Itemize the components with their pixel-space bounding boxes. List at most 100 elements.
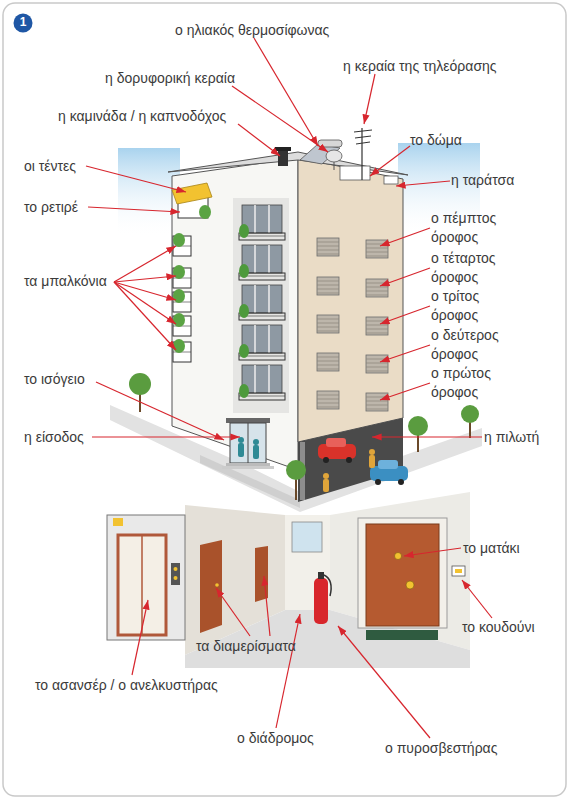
part-label: ο ηλιακός θερμοσίφωνας (175, 21, 375, 40)
building (366, 279, 388, 297)
leader-lines (86, 166, 186, 192)
part-label: η κεραία της τηλεόρασης (343, 57, 543, 76)
entrance (238, 437, 244, 443)
elevator (113, 518, 123, 526)
building (239, 245, 285, 280)
part-label: ο τρίτος όροφος (431, 287, 511, 325)
leader-lines (380, 268, 430, 286)
roof-equipment (278, 150, 288, 166)
leader-lines (132, 600, 148, 675)
cars (346, 457, 352, 463)
apartment-door (358, 518, 465, 640)
elevator (141, 535, 143, 635)
elevator (174, 567, 178, 571)
trees (408, 416, 428, 436)
fire-extinguisher (318, 572, 324, 579)
apartment-door (452, 566, 465, 576)
part-label: το ασανσέρ / ο ανελκυστήρας (35, 676, 275, 695)
leader-lines (372, 436, 482, 437)
apartment-door (358, 518, 447, 628)
leader-lines (370, 146, 410, 176)
cars (318, 438, 408, 492)
corridor (185, 492, 470, 668)
entrance (230, 423, 266, 463)
part-label: τα μπαλκόνια (24, 272, 144, 291)
cars (369, 449, 375, 455)
building (298, 418, 403, 502)
leader-lines (88, 207, 180, 212)
entrance (226, 463, 270, 466)
apartment-door (366, 630, 438, 640)
part-label: το δώμα (410, 131, 500, 150)
entrance (222, 466, 274, 469)
part-label: ο τέταρτος όροφος (431, 249, 511, 287)
part-label: το ρετιρέ (24, 198, 114, 217)
cars (398, 479, 404, 485)
badge-circle (14, 14, 33, 33)
corridor (200, 540, 222, 633)
leader-lines (114, 282, 176, 350)
building (366, 393, 388, 411)
trees (461, 405, 479, 423)
entrance (226, 418, 270, 423)
corridor (215, 583, 219, 587)
part-label: η καμινάδα / η καπνοδόχος (58, 107, 278, 126)
leader-lines (380, 383, 430, 400)
leader-lines (364, 74, 375, 124)
badge-number: 1 (13, 13, 33, 32)
building (172, 158, 298, 470)
leader-lines (254, 38, 318, 146)
part-label: το κουδούνι (462, 618, 562, 637)
cars (326, 438, 346, 447)
leader-lines (92, 436, 240, 437)
building (317, 391, 339, 409)
elevator (107, 515, 185, 640)
leader-lines (114, 282, 176, 300)
roof-equipment (356, 142, 370, 144)
cars (323, 457, 329, 463)
leader-lines (380, 345, 430, 362)
penthouse (172, 183, 212, 204)
building (317, 353, 339, 371)
building (168, 152, 408, 502)
cars (378, 460, 398, 469)
building (173, 233, 191, 256)
leader-lines (96, 382, 224, 440)
part-label: η ταράτσα (451, 171, 551, 190)
leader-lines (380, 306, 430, 324)
apartment-door (455, 569, 462, 573)
part-label: ο διάδρομος (237, 729, 347, 748)
entrance (253, 445, 259, 459)
part-label: η πιλωτή (484, 428, 564, 447)
leader-lines (264, 576, 270, 636)
leader-lines (276, 614, 300, 728)
roof-equipment (275, 128, 398, 184)
entrance (238, 443, 244, 457)
elevator (174, 576, 178, 580)
number-badge: 1 (13, 13, 33, 33)
leader-lines (238, 124, 280, 156)
cars (323, 473, 329, 479)
leader-lines (380, 228, 430, 246)
leader-lines (114, 276, 176, 282)
building (317, 277, 339, 295)
part-label: ο πυροσβεστήρας (385, 739, 535, 758)
entrance (222, 418, 274, 469)
leader-lines (216, 588, 250, 636)
roof-equipment (384, 176, 398, 184)
sky (118, 148, 180, 238)
part-label: ο πέμπτος όροφος (431, 209, 511, 247)
part-label: οι τέντες (24, 157, 114, 176)
apartment-door (395, 553, 402, 560)
leader-lines (404, 548, 461, 556)
part-label: το ματάκι (463, 539, 553, 558)
leader-lines (462, 580, 492, 618)
elevator (118, 535, 166, 635)
trees (129, 373, 151, 395)
part-label: η δορυφορική κεραία (105, 69, 305, 88)
leader-lines (114, 282, 176, 324)
fire-extinguisher (314, 578, 328, 624)
fire-extinguisher (314, 572, 331, 624)
apartment-door (406, 581, 414, 589)
